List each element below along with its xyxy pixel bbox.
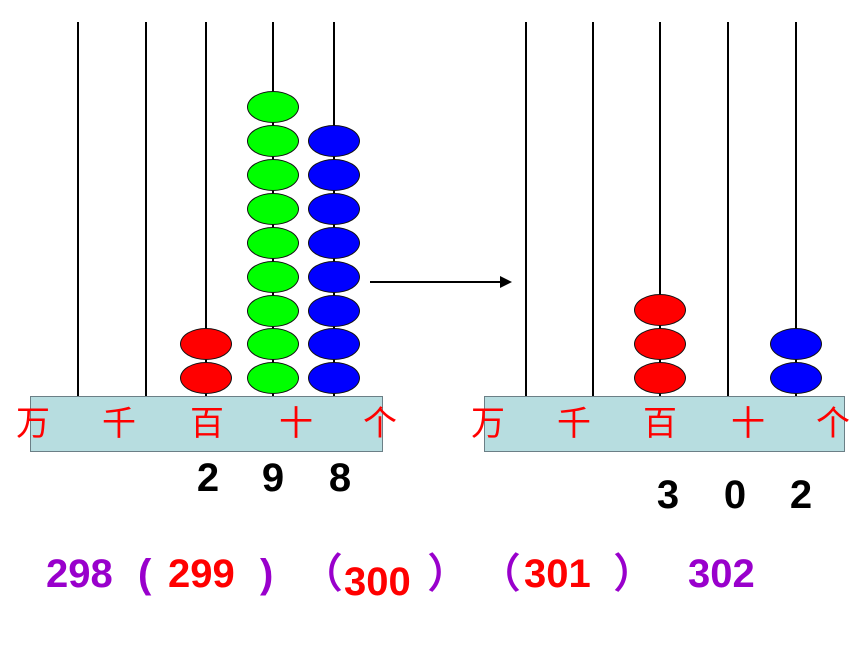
sequence-answer: 300 (344, 560, 411, 604)
place-label-wan: 万 (471, 404, 505, 444)
paren-open: （ (302, 552, 342, 596)
place-label-bai: 百 (190, 404, 224, 444)
place-label-shi: 十 (279, 404, 313, 444)
place-label-qian: 千 (557, 404, 591, 444)
bead-tens (247, 125, 299, 157)
bead-tens (247, 227, 299, 259)
place-label-ge: 个 (816, 404, 850, 444)
bead-ones (770, 328, 822, 360)
abacus-base (30, 396, 383, 452)
bead-tens (247, 159, 299, 191)
place-label-ge: 个 (363, 404, 397, 444)
digit-tens: 0 (723, 473, 747, 517)
place-label-qian: 千 (102, 404, 136, 444)
bead-ones (308, 125, 360, 157)
digit-hundreds: 3 (656, 473, 680, 517)
bead-ones (308, 328, 360, 360)
bead-tens (247, 362, 299, 394)
rod-qian (592, 22, 594, 397)
bead-hundreds (634, 328, 686, 360)
bead-hundreds (180, 328, 232, 360)
place-label-shi: 十 (731, 404, 765, 444)
rod-qian (145, 22, 147, 397)
arrow-right-icon (500, 276, 512, 288)
bead-ones (308, 295, 360, 327)
abacus-base (484, 396, 845, 452)
bead-ones (308, 159, 360, 191)
rod-bai (205, 22, 207, 397)
bead-tens (247, 328, 299, 360)
sequence-end: 302 (688, 552, 755, 596)
digit-tens: 9 (261, 456, 285, 500)
bead-ones (308, 227, 360, 259)
rod-bai (659, 22, 661, 397)
rod-wan (525, 22, 527, 397)
paren-close: ) (260, 552, 274, 596)
bead-ones (308, 362, 360, 394)
paren-close: ） (428, 552, 468, 596)
paren-open: ( (138, 552, 152, 596)
bead-tens (247, 295, 299, 327)
sequence-start: 298 (46, 552, 113, 596)
digit-ones: 8 (328, 456, 352, 500)
paren-open: （ (480, 552, 520, 596)
sequence-answer: 299 (168, 552, 235, 596)
bead-tens (247, 91, 299, 123)
rod-wan (77, 22, 79, 397)
bead-tens (247, 261, 299, 293)
bead-ones (308, 261, 360, 293)
digit-hundreds: 2 (196, 456, 220, 500)
bead-ones (770, 362, 822, 394)
bead-hundreds (634, 362, 686, 394)
bead-hundreds (180, 362, 232, 394)
sequence-answer: 301 (524, 552, 591, 596)
digit-ones: 2 (789, 473, 813, 517)
arrow-line (370, 281, 502, 283)
bead-ones (308, 193, 360, 225)
place-label-wan: 万 (16, 404, 50, 444)
bead-hundreds (634, 294, 686, 326)
rod-ge (795, 22, 797, 397)
place-label-bai: 百 (643, 404, 677, 444)
paren-close: ） (614, 552, 654, 596)
bead-tens (247, 193, 299, 225)
rod-shi (727, 22, 729, 397)
